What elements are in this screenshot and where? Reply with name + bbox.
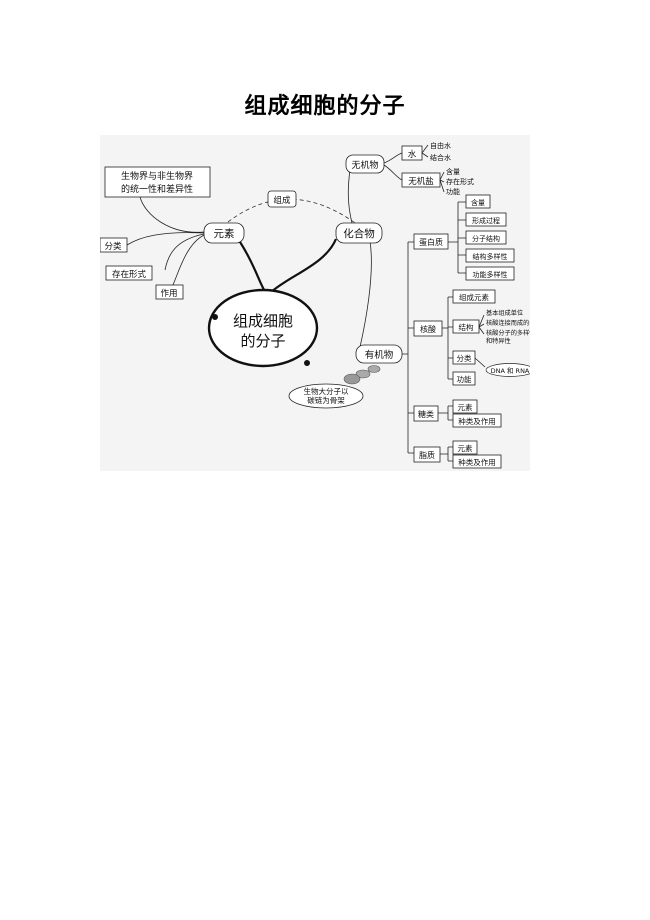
salt-content: 含量	[446, 167, 460, 176]
elements-arrow	[239, 241, 267, 294]
protein-item-1-box	[465, 212, 507, 227]
elements-note-line2: 的统一性和差异性	[121, 183, 193, 195]
elements-node: 元素	[214, 227, 235, 240]
organic-node: 有机物	[365, 349, 394, 361]
elements-classification: 分类	[104, 241, 122, 252]
nucleic-structure-item-1: 核酸连接而成的长链	[486, 319, 530, 327]
organic-note-bubble	[288, 383, 364, 409]
lipid-item-0-box	[452, 440, 478, 455]
link-label: 组成	[273, 195, 291, 206]
lipid-item-1-box	[452, 454, 502, 469]
nucleic-classification-box	[452, 350, 476, 365]
sugar-box	[413, 405, 439, 422]
nucleic-types-bubble	[485, 363, 530, 377]
center-line1: 组成细胞	[233, 312, 293, 330]
lipid-label: 脂质	[419, 450, 435, 460]
nucleic-structure-item-3: 和特异性	[486, 337, 511, 345]
inorganic-node: 无机物	[351, 159, 378, 171]
nucleic-structure-item-0: 基本组成单位	[486, 309, 523, 317]
protein-item-3-box	[465, 248, 515, 263]
elements-function-box	[155, 284, 184, 300]
nucleic-classification: 分类	[457, 353, 472, 363]
protein-item-4: 功能多样性	[473, 270, 508, 279]
protein-item-0: 含量	[471, 198, 485, 207]
elements-classification-box	[100, 237, 128, 253]
center-line2: 的分子	[240, 332, 285, 350]
protein-item-0-box	[465, 194, 491, 209]
protein-box	[413, 233, 449, 250]
protein-item-4-box	[465, 266, 515, 281]
nucleic-function: 功能	[457, 374, 472, 384]
salt-form: 存在形式	[446, 177, 474, 186]
elements-note-line1: 生物界与非生物界	[121, 170, 193, 182]
lipid-box	[413, 446, 441, 463]
sugar-item-0-box	[452, 399, 478, 414]
elements-branch: 生物界与非生物界 的统一性和差异性 分类 存在形式 作用 元素	[100, 166, 245, 300]
compounds-node-box	[335, 222, 383, 244]
protein-label: 蛋白质	[419, 237, 443, 247]
water-label: 水	[408, 149, 417, 160]
elements-node-box	[203, 222, 245, 244]
center-node	[207, 288, 319, 368]
sugar-item-1-box	[452, 413, 502, 428]
lipid-item-1: 种类及作用	[458, 457, 496, 467]
protein-item-1: 形成过程	[472, 216, 500, 225]
sugar-label: 糖类	[418, 409, 434, 419]
water-free: 自由水	[430, 141, 451, 150]
nucleic-structure-item-2: 核酸分子的多样性	[486, 329, 530, 337]
nucleic-composition: 组成元素	[459, 292, 489, 302]
compounds-node: 化合物	[343, 227, 375, 240]
lipid-item-0: 元素	[458, 443, 473, 453]
nucleic-box	[413, 320, 443, 337]
salt-label: 无机盐	[408, 176, 434, 187]
protein-item-2-box	[465, 230, 507, 245]
nucleic-function-box	[452, 371, 476, 386]
water-bound: 结合水	[430, 153, 451, 162]
sugar-item-0: 元素	[458, 402, 473, 412]
elements-note-box	[104, 166, 211, 198]
organic-note-line2: 碳链为骨架	[307, 395, 345, 405]
organic-note-line1: 生物大分子以	[304, 386, 349, 396]
link-arc	[227, 198, 359, 226]
inorganic-node-box	[345, 154, 385, 174]
nucleic-label: 核酸	[420, 324, 436, 334]
compounds-arrow	[269, 238, 338, 294]
nucleic-types: DNA 和 RNA	[491, 366, 530, 375]
elements-existence: 存在形式	[112, 269, 147, 280]
protein-item-2: 分子结构	[472, 234, 500, 243]
nucleic-composition-box	[452, 289, 496, 304]
salt-function: 功能	[446, 187, 460, 196]
nucleic-structure: 结构	[459, 322, 474, 332]
concept-map: 生物界与非生物界 的统一性和差异性 分类 存在形式 作用 元素 组成 组成细胞 …	[100, 135, 530, 471]
elements-existence-box	[105, 265, 153, 281]
protein-item-3: 结构多样性	[473, 252, 508, 261]
link-label-box	[267, 190, 297, 208]
page-title: 组成细胞的分子	[244, 94, 406, 119]
elements-function: 作用	[160, 288, 177, 299]
sugar-item-1: 种类及作用	[458, 416, 496, 426]
